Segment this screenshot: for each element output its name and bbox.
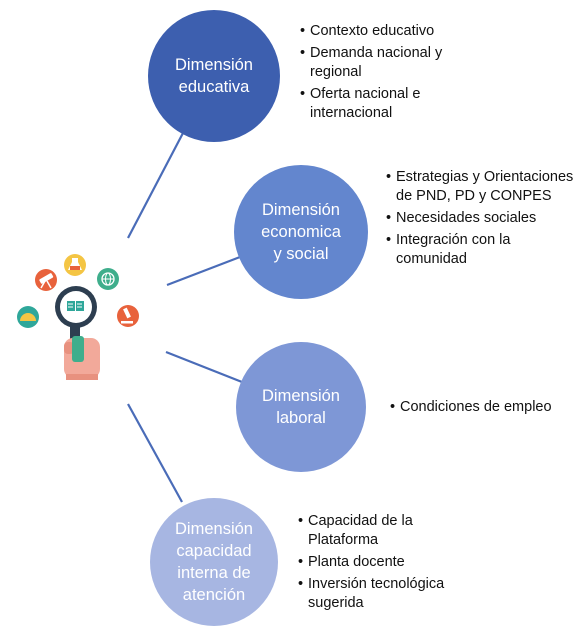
dimension-title-line: capacidad — [176, 542, 252, 560]
connector-line-laboral — [165, 350, 243, 384]
bullet-list-laboral: Condiciones de empleo — [390, 398, 580, 420]
bullet-list-capacidad: Capacidad de la Plataforma Planta docent… — [298, 512, 478, 616]
globe-icon — [97, 268, 119, 290]
bullet-item: Integración con la comunidad — [386, 231, 578, 269]
bullet-list-economica: Estrategias y Orientaciones de PND, PD y… — [386, 168, 578, 272]
dimension-title-line: atención — [182, 586, 246, 604]
dimension-circle-capacidad: Dimensión capacidad interna de atención — [150, 498, 278, 626]
dimension-title-line: economica — [261, 223, 341, 241]
hand-with-magnifier-icon — [55, 286, 100, 380]
bullet-item: Planta docente — [298, 553, 478, 572]
bullet-item: Estrategias y Orientaciones de PND, PD y… — [386, 168, 578, 206]
dimension-circle-laboral: Dimensión laboral — [236, 342, 366, 472]
telescope-icon — [35, 269, 57, 291]
dimension-title-line: laboral — [276, 409, 326, 427]
bullet-item: Demanda nacional y regional — [300, 44, 480, 82]
flask-icon — [64, 254, 86, 276]
ruler-protractor-icon — [17, 306, 39, 328]
connector-line-economica — [166, 255, 241, 287]
bullet-list-educativa: Contexto educativo Demanda nacional y re… — [300, 22, 480, 126]
dimension-title-line: educativa — [178, 78, 250, 96]
bullet-item: Inversión tecnológica sugerida — [298, 575, 478, 613]
dimension-title-line: Dimensión — [175, 56, 253, 74]
dimension-title-line: Dimensión — [262, 201, 340, 219]
dimension-title-line: interna de — [177, 564, 251, 582]
bullet-item: Oferta nacional e internacional — [300, 85, 480, 123]
connector-line-educativa — [127, 132, 184, 239]
microscope-icon — [117, 305, 139, 327]
bullet-item: Condiciones de empleo — [390, 398, 580, 417]
dimension-title-line: Dimensión — [175, 520, 253, 538]
bullet-item: Capacidad de la Plataforma — [298, 512, 478, 550]
connector-line-capacidad — [127, 403, 183, 503]
dimension-circle-educativa: Dimensión educativa — [148, 10, 280, 142]
research-magnifier-illustration — [17, 254, 139, 380]
dimension-title-line: y social — [273, 245, 329, 263]
dimension-title-line: Dimensión — [262, 387, 340, 405]
bullet-item: Contexto educativo — [300, 22, 480, 41]
dimension-circle-economica: Dimensión economica y social — [234, 165, 368, 299]
bullet-item: Necesidades sociales — [386, 209, 578, 228]
